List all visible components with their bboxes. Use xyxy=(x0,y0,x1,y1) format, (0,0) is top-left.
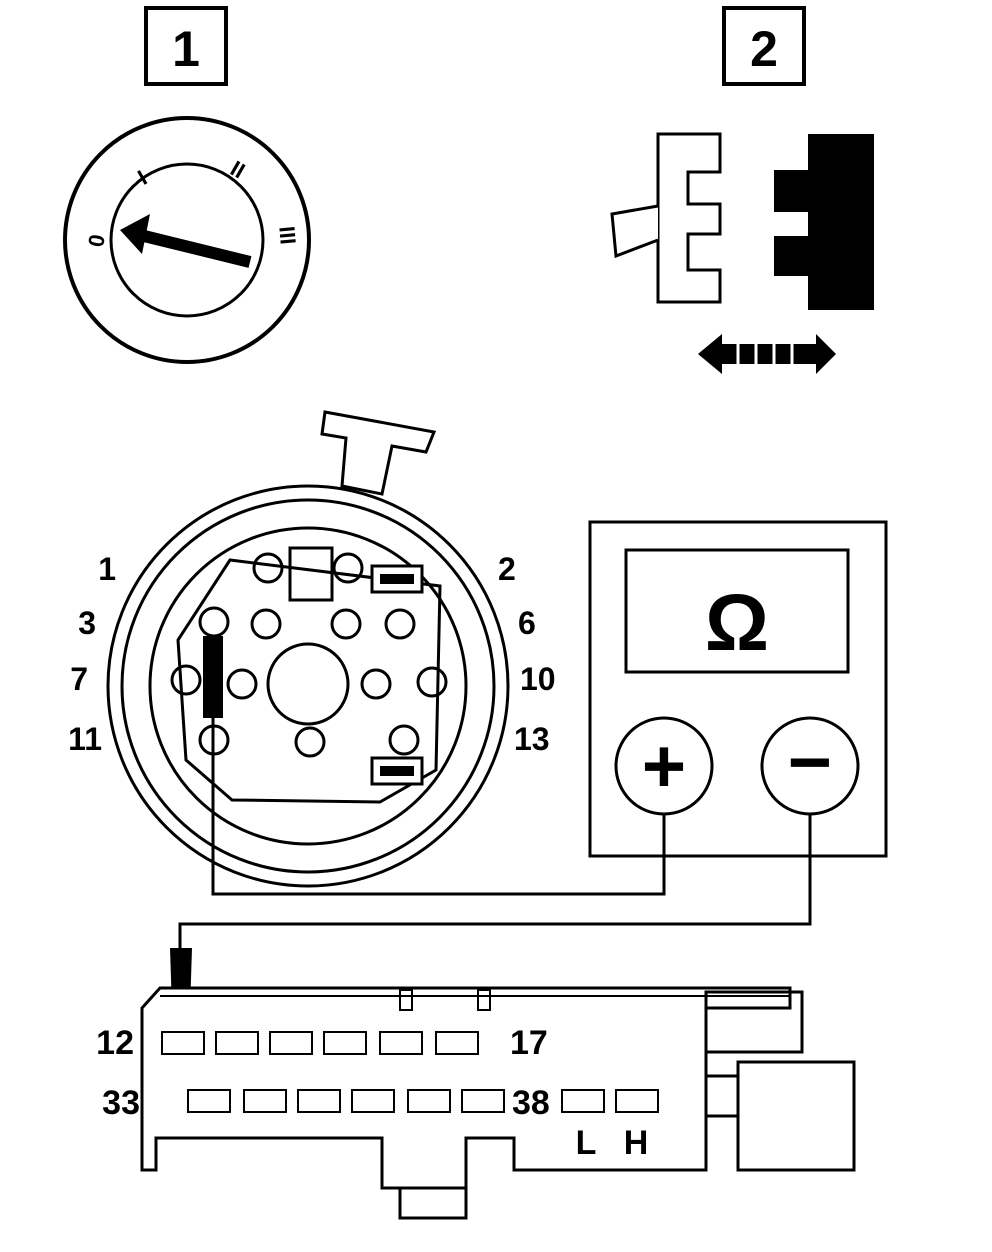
meter-display xyxy=(624,548,850,674)
callout-1: 1 xyxy=(144,6,228,86)
pin-label-11: 11 xyxy=(68,721,102,757)
callout-2-label: 2 xyxy=(750,21,778,77)
minus-icon: − xyxy=(788,720,832,805)
label-h: H xyxy=(624,1124,649,1162)
position-0-label: 0 xyxy=(83,232,110,248)
pin-label-7: 7 xyxy=(70,661,88,697)
position-III-label: III xyxy=(274,225,301,245)
callout-1-label: 1 xyxy=(172,21,200,77)
ohm-symbol: Ω xyxy=(705,578,769,667)
pin-label-17: 17 xyxy=(510,1024,548,1062)
pin-label-13: 13 xyxy=(514,721,550,757)
minus-lead-wire xyxy=(178,814,812,950)
pin-label-10: 10 xyxy=(520,661,556,697)
flat-terminal-bottom xyxy=(370,756,424,786)
rotary-selector-knob: 0 I II III xyxy=(63,116,311,364)
pin-label-6: 6 xyxy=(518,605,536,641)
pin-label-12: 12 xyxy=(96,1024,134,1062)
test-probe-plus xyxy=(203,636,223,718)
plug-connector-detail xyxy=(610,132,874,374)
connector-row-2-slots xyxy=(187,1089,659,1113)
multi-pin-connector xyxy=(140,986,856,1220)
plus-icon: + xyxy=(642,724,686,809)
switch-connector-face xyxy=(106,410,510,888)
pin-label-38: 38 xyxy=(512,1084,550,1122)
pin-label-33: 33 xyxy=(102,1084,140,1122)
connector-row-1-slots xyxy=(161,1031,479,1055)
pin-label-1: 1 xyxy=(98,551,116,587)
pin-label-2: 2 xyxy=(498,551,516,587)
label-l: L xyxy=(576,1124,597,1162)
double-arrow-icon xyxy=(698,334,836,374)
pin-label-3: 3 xyxy=(78,605,96,641)
ohmmeter: Ω + − xyxy=(588,520,888,858)
pointer-arrow-icon xyxy=(120,214,252,268)
plus-lead-wire xyxy=(211,718,666,896)
callout-2: 2 xyxy=(722,6,806,86)
flat-terminal-top xyxy=(370,564,424,594)
